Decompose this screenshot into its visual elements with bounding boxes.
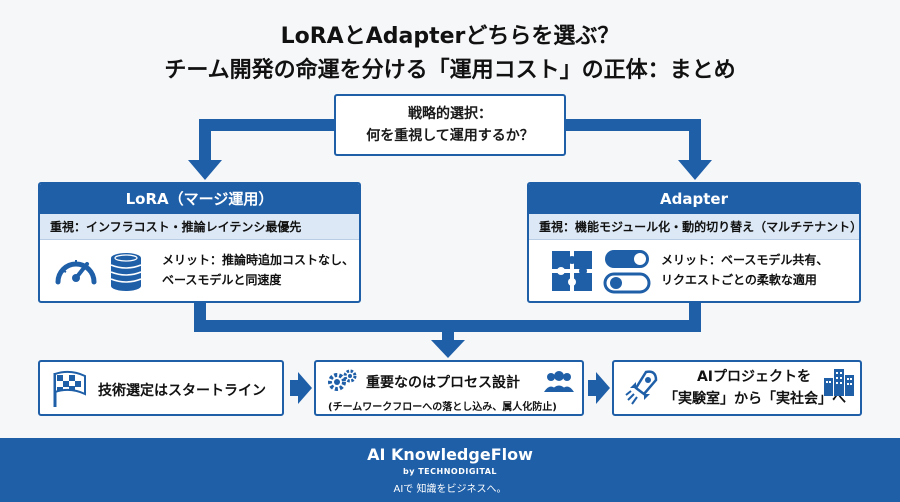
connector-to-adapter — [566, 119, 701, 160]
step1-label: 技術選定はスタートライン — [98, 383, 266, 399]
adapter-panel: Adapter 重視：機能モジュール化・動的切り替え（マルチテナント） メリット… — [527, 182, 861, 303]
coin-stack-icon — [110, 253, 142, 291]
adapter-merit: メリット：ベースモデル共有、 リクエストごとの柔軟な適用 — [661, 250, 828, 290]
arrow-step1-to-step2 — [290, 372, 312, 404]
connector-merge — [194, 303, 701, 332]
step-process-design: 重要なのはプロセス設計 (チームワークフローへの落とし込み、属人化防止) — [314, 360, 584, 416]
lora-merit-line2: ベースモデルと同速度 — [162, 273, 282, 287]
team-icon — [544, 371, 574, 392]
lora-header: LoRA（マージ運用） — [40, 184, 359, 214]
step2-label: 重要なのはプロセス設計 — [366, 375, 520, 391]
adapter-header: Adapter — [529, 184, 859, 214]
main-subtitle: チーム開発の命運を分ける「運用コスト」の正体：まとめ — [164, 58, 736, 83]
strategy-box: 戦略的選択： 何を重視して運用するか？ — [334, 94, 566, 156]
puzzle-icon — [552, 251, 592, 291]
footer-brand: AI KnowledgeFlow — [367, 445, 533, 464]
strategy-line2: 何を重視して運用するか？ — [366, 128, 534, 144]
main-title: LoRAとAdapterどちらを選ぶ？ — [280, 24, 620, 49]
lora-merit-line1: メリット：推論時追加コストなし、 — [162, 253, 355, 267]
lora-body: メリット：推論時追加コストなし、 ベースモデルと同速度 — [40, 240, 359, 301]
footer-tagline: AIで 知識をビジネスへ。 — [393, 484, 507, 495]
lora-panel: LoRA（マージ運用） 重視：インフラコスト・推論レイテンシ最優先 メリット：推… — [38, 182, 361, 303]
rocket-icon — [625, 370, 658, 405]
connector-to-lora — [199, 119, 334, 160]
step3-line2: 「実験室」から「実社会」へ — [664, 391, 846, 407]
speedometer-icon — [55, 260, 97, 285]
city-buildings-icon — [824, 369, 854, 396]
strategy-line1: 戦略的選択： — [408, 106, 492, 122]
lora-focus: 重視：インフラコスト・推論レイテンシ最優先 — [40, 214, 359, 240]
arrow-step2-to-step3 — [588, 372, 610, 404]
arrowhead-to-adapter — [678, 160, 712, 180]
step-start-line: 技術選定はスタートライン — [38, 360, 284, 416]
adapter-focus: 重視：機能モジュール化・動的切り替え（マルチテナント） — [529, 214, 859, 240]
arrowhead-to-lora — [188, 160, 222, 180]
adapter-merit-line1: メリット：ベースモデル共有、 — [661, 253, 829, 267]
footer-byline: by TECHNODIGITAL — [403, 467, 497, 476]
footer-banner: AI KnowledgeFlow by TECHNODIGITAL AIで 知識… — [0, 438, 900, 502]
lora-merit: メリット：推論時追加コストなし、 ベースモデルと同速度 — [162, 250, 354, 290]
arrowhead-down — [431, 340, 465, 358]
step3-line1: AIプロジェクトを — [696, 369, 812, 385]
checkered-flag-icon — [53, 370, 86, 407]
toggle-switch-icon — [603, 250, 651, 294]
adapter-merit-line2: リクエストごとの柔軟な適用 — [661, 273, 817, 287]
adapter-body: メリット：ベースモデル共有、 リクエストごとの柔軟な適用 — [529, 240, 859, 301]
step-real-world: AIプロジェクトを 「実験室」から「実社会」へ — [612, 360, 862, 416]
step2-sublabel: (チームワークフローへの落とし込み、属人化防止) — [328, 402, 557, 413]
gears-icon — [328, 369, 357, 391]
